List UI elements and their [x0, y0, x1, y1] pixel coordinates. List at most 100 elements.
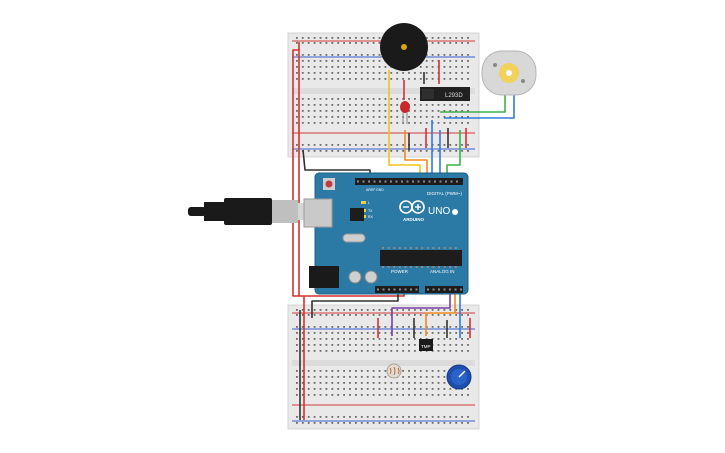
breadboard-hole: [408, 98, 410, 100]
breadboard-hole: [355, 150, 357, 152]
breadboard-hole: [331, 344, 334, 346]
breadboard-hole: [461, 344, 463, 346]
dc-motor-icon[interactable]: [481, 50, 537, 96]
breadboard-hole: [337, 422, 340, 424]
breadboard-hole: [366, 388, 369, 390]
breadboard-hole: [337, 37, 340, 39]
bottom-breadboard[interactable]: [287, 304, 480, 430]
breadboard-hole: [296, 37, 298, 39]
breadboard-hole: [443, 422, 446, 424]
breadboard-hole: [360, 388, 363, 390]
header-pin: [404, 247, 407, 249]
breadboard-hole: [313, 388, 316, 390]
breadboard-hole: [296, 42, 298, 44]
breadboard-hole: [325, 122, 328, 124]
temperature-sensor-icon[interactable]: TMP: [419, 339, 433, 351]
breadboard-hole: [301, 98, 304, 100]
breadboard-hole: [425, 122, 428, 124]
breadboard-hole: [384, 416, 387, 418]
breadboard-hole: [467, 314, 469, 316]
breadboard-hole: [349, 104, 351, 106]
wire-green-motor[interactable]: [440, 92, 506, 113]
breadboard-hole: [384, 150, 387, 152]
breadboard-hole: [296, 122, 298, 124]
breadboard-hole: [443, 144, 446, 146]
breadboard-hole: [425, 110, 428, 112]
piezo-buzzer-icon[interactable]: [380, 23, 428, 71]
breadboard-hole: [331, 338, 334, 340]
potentiometer-icon[interactable]: [446, 364, 472, 390]
breadboard-hole: [414, 116, 416, 118]
wire-blue-motor[interactable]: [444, 92, 515, 119]
breadboard-hole: [313, 144, 316, 146]
arduino-uno-board[interactable]: DIGITAL (PWM~) AREF GND L TX RX ARDUINO …: [303, 172, 469, 295]
power-header[interactable]: [375, 286, 419, 293]
breadboard-hole: [419, 394, 422, 396]
breadboard-hole: [419, 78, 422, 80]
breadboard-hole: [378, 350, 381, 352]
breadboard-hole: [296, 382, 298, 384]
photoresistor-icon[interactable]: [386, 363, 402, 379]
header-pin: [428, 180, 431, 183]
digital-header[interactable]: [355, 178, 463, 185]
breadboard-hole: [319, 422, 322, 424]
breadboard-hole: [360, 416, 363, 418]
usb-cable-icon[interactable]: [188, 198, 320, 225]
breadboard-hole: [296, 338, 298, 340]
breadboard-hole: [378, 66, 381, 68]
header-pin: [398, 247, 401, 249]
breadboard-hole: [349, 116, 351, 118]
breadboard-hole: [307, 122, 310, 124]
breadboard-hole: [437, 54, 440, 56]
aref-label: AREF: [366, 188, 375, 192]
breadboard-hole: [408, 122, 410, 124]
breadboard-hole: [384, 110, 387, 112]
header-pin: [421, 266, 424, 268]
breadboard-hole: [414, 332, 416, 334]
breadboard-hole: [437, 104, 440, 106]
breadboard-hole: [331, 72, 334, 74]
breadboard-hole: [390, 344, 393, 346]
breadboard-hole: [425, 116, 428, 118]
wire-orange-led[interactable]: [404, 130, 428, 181]
breadboard-hole: [301, 338, 304, 340]
breadboard-hole: [313, 370, 316, 372]
breadboard-hole: [378, 78, 381, 80]
breadboard-hole: [325, 382, 328, 384]
breadboard-hole: [307, 382, 310, 384]
header-pin: [387, 247, 390, 249]
wire-purple[interactable]: [391, 287, 451, 336]
breadboard-hole: [384, 338, 387, 340]
breadboard-hole: [296, 376, 298, 378]
breadboard-hole: [372, 116, 375, 118]
breadboard-hole: [437, 37, 440, 39]
breadboard-hole: [449, 388, 452, 390]
breadboard-hole: [325, 338, 328, 340]
driver-chip[interactable]: L293D: [420, 87, 470, 101]
breadboard-hole: [384, 422, 387, 424]
breadboard-hole: [325, 350, 328, 352]
header-pin: [382, 266, 384, 268]
breadboard-hole: [319, 326, 322, 328]
breadboard-hole: [307, 314, 310, 316]
wire-orange-tmp[interactable]: [425, 287, 456, 336]
breadboard-hole: [301, 144, 304, 146]
breadboard-hole: [307, 338, 310, 340]
red-led-icon[interactable]: [400, 101, 410, 124]
breadboard-hole: [408, 326, 410, 328]
breadboard-hole: [425, 394, 428, 396]
breadboard-hole: [402, 416, 404, 418]
breadboard-hole: [449, 104, 452, 106]
breadboard-hole: [390, 338, 393, 340]
breadboard-hole: [319, 54, 322, 56]
breadboard-hole: [296, 78, 298, 80]
breadboard-hole: [390, 78, 393, 80]
breadboard-hole: [384, 116, 387, 118]
breadboard-hole: [437, 42, 440, 44]
l-label: L: [368, 201, 370, 205]
breadboard-hole: [443, 66, 446, 68]
breadboard-hole: [325, 110, 328, 112]
breadboard-hole: [414, 72, 416, 74]
header-pin: [410, 288, 412, 291]
